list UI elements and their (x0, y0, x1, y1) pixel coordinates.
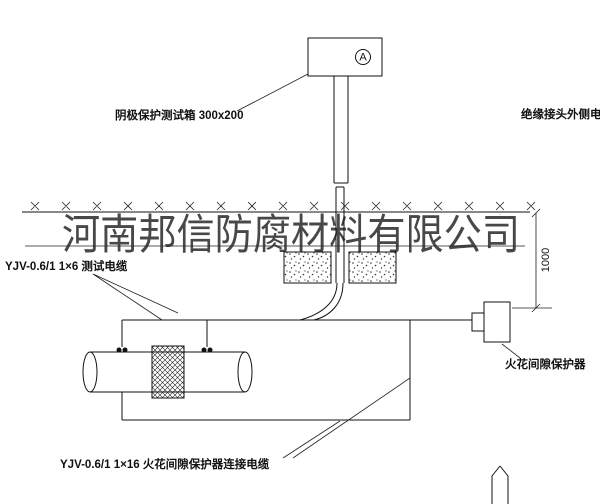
riser-conduit-upper (333, 76, 349, 184)
spark-gap-label: 火花间隙保护器 (505, 357, 586, 371)
pipe-terminal-right-a (201, 347, 207, 353)
test-box-label: 阴极保护测试箱 300x200 (115, 108, 243, 122)
concrete-block-right (348, 251, 397, 284)
test-cable-2 (313, 282, 344, 321)
pipe-terminal-right-b (207, 347, 213, 353)
spark-gap-terminal (471, 312, 485, 332)
spark-gap-protector (483, 301, 511, 343)
test-box-leader (236, 73, 309, 112)
pipe-end-left (82, 351, 98, 393)
concrete-block-left (283, 251, 332, 284)
pipe-terminal-left-b (122, 347, 128, 353)
pipe-break-symbol (491, 465, 509, 504)
dimension-ticks (531, 208, 541, 313)
watermark-company-text: 河南邦信防腐材料有限公司 (62, 210, 520, 259)
insulating-joint (151, 345, 185, 399)
test-box (307, 37, 383, 77)
test-cable-label: YJV-0.6/1 1×6 测试电缆 (5, 259, 128, 273)
ground-hatch-marks (30, 201, 536, 211)
pipe-terminal-left-a (116, 347, 122, 353)
test-cable-1 (299, 282, 338, 321)
ammeter-circle (355, 49, 371, 65)
ammeter-letter: A (359, 52, 367, 64)
pipe-end-right (237, 351, 253, 393)
spark-cable-leaders (282, 377, 411, 459)
test-cable-leaders (92, 273, 179, 321)
riser-conduit-lower (335, 186, 345, 283)
spark-gap-cable-label: YJV-0.6/1 1×16 火花间隙保护器连接电缆 (60, 457, 270, 471)
spark-gap-leader (501, 343, 521, 359)
outer-cable-label: 绝缘接头外侧电缆 (521, 107, 600, 121)
dimension-1000-label: 1000 (540, 248, 552, 272)
